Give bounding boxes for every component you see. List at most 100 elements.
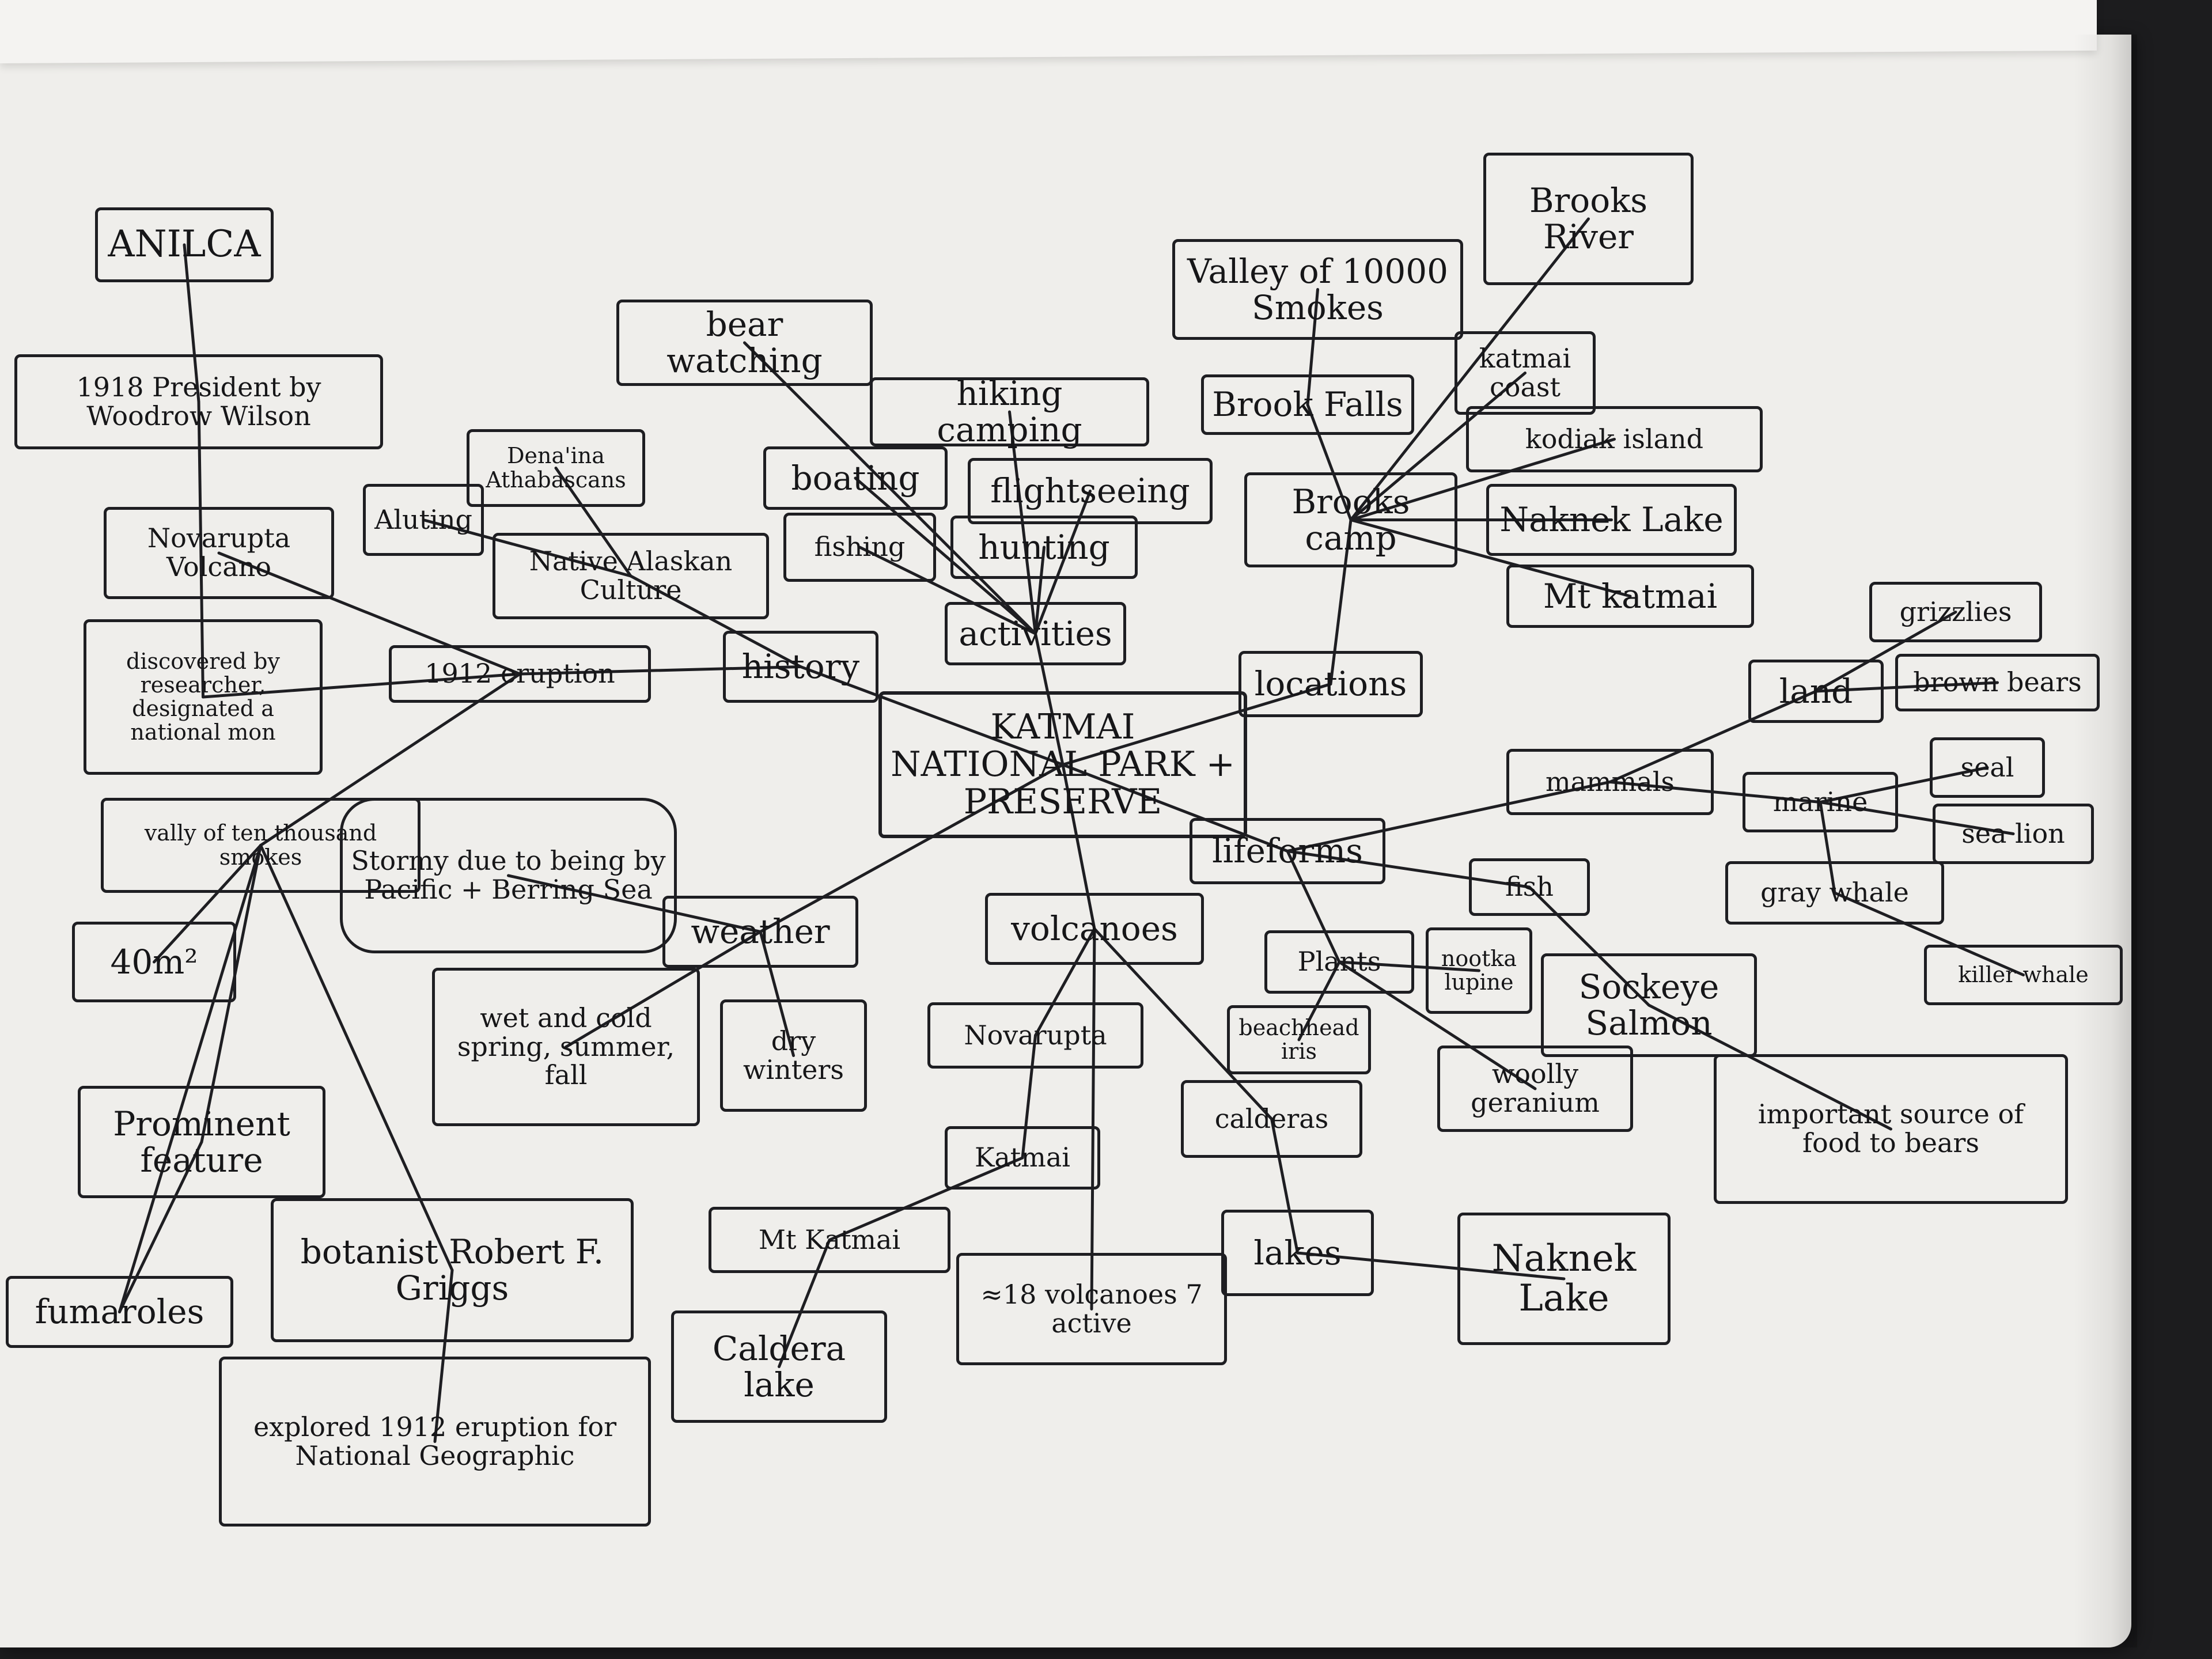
edge-eruption-discovered bbox=[202, 672, 521, 699]
edge-center-weather bbox=[759, 763, 1065, 933]
edge-center-history bbox=[799, 665, 1065, 766]
edge-volcanoes-calderas bbox=[1093, 927, 1273, 1120]
node-mt-katmai: Mt Katmai bbox=[709, 1207, 950, 1273]
edge-mammals-land bbox=[1608, 690, 1817, 783]
node-mt-katmai-top: Mt katmai bbox=[1506, 565, 1754, 628]
edge-marine-sealion bbox=[1819, 801, 2015, 835]
node-fishing: fishing bbox=[783, 513, 936, 582]
node-prominent-feature: Prominent feature bbox=[78, 1086, 325, 1198]
node-weather: weather bbox=[662, 896, 858, 968]
node-marine: marine bbox=[1743, 772, 1898, 832]
edge-eruption-novarupta_volcano bbox=[217, 551, 521, 676]
edge-marine-graywhale bbox=[1819, 801, 1836, 895]
edge-activities-flightseeing bbox=[1034, 490, 1092, 635]
node-naknek-lake: Naknek Lake bbox=[1457, 1213, 1671, 1345]
node-katmai: Katmai bbox=[945, 1126, 1100, 1190]
edge-fish-sockeye bbox=[1528, 885, 1650, 1007]
edge-lakes-naknek_lake bbox=[1296, 1251, 1566, 1281]
node-volcanoes: volcanoes bbox=[985, 893, 1204, 965]
node-1912-eruption: 1912 eruption bbox=[389, 645, 651, 703]
edge-weather-wet bbox=[565, 930, 762, 1048]
node-anilca: ANILCA bbox=[95, 207, 274, 282]
notebook-page bbox=[0, 35, 2131, 1647]
node-boating: boating bbox=[763, 446, 948, 510]
node-katmai-coast: katmai coast bbox=[1455, 331, 1596, 415]
edge-katmai-mt_katmai bbox=[828, 1156, 1024, 1241]
node-kodiak-island: kodiak island bbox=[1466, 406, 1763, 472]
node-fish: fish bbox=[1469, 858, 1590, 916]
node-important-source-of-food: important source of food to bears bbox=[1714, 1054, 2068, 1204]
edge-native-dena bbox=[554, 467, 632, 578]
edge-locations-brooks_camp bbox=[1329, 518, 1353, 685]
edge-plants-nootka bbox=[1338, 960, 1480, 972]
edge-volcanoes-count bbox=[1090, 927, 1096, 1310]
node-lifeforms: lifeforms bbox=[1190, 818, 1385, 884]
node-novarupta-volcano: Novarupta Volcano bbox=[104, 507, 334, 599]
node-novarupta: Novarupta bbox=[927, 1002, 1143, 1069]
node-locations: locations bbox=[1238, 651, 1423, 717]
edge-marine-seal bbox=[1819, 766, 1989, 804]
edge-lifeforms-fish bbox=[1286, 850, 1531, 889]
node-land: land bbox=[1748, 660, 1884, 723]
node-volcano-count: ≈18 volcanoes 7 active bbox=[956, 1253, 1227, 1365]
edge-plants-woolly bbox=[1338, 960, 1537, 1090]
node-beachhead-iris: beachhead iris bbox=[1227, 1005, 1371, 1074]
node-brook-falls: Brook Falls bbox=[1201, 374, 1414, 435]
edge-plants-beachhead bbox=[1297, 960, 1341, 1041]
edge-activities-boating bbox=[854, 476, 1037, 635]
edge-activities-fishing bbox=[858, 546, 1037, 635]
edge-brooks_camp-kodiak bbox=[1349, 438, 1616, 521]
node-plants: Plants bbox=[1264, 930, 1414, 994]
edge-anilca-president bbox=[183, 243, 200, 403]
edge-mammals-marine bbox=[1608, 781, 1822, 804]
edge-history-eruption bbox=[518, 665, 802, 676]
edge-center-activities bbox=[1034, 632, 1065, 766]
node-wet: wet and cold spring, summer, fall bbox=[432, 968, 700, 1126]
node-caldera-lake: Caldera lake bbox=[671, 1310, 887, 1423]
edge-brook_falls-valley_smokes bbox=[1306, 288, 1319, 406]
node-naknek-lake-top: Naknek Lake bbox=[1486, 484, 1737, 556]
node-mammals: mammals bbox=[1506, 749, 1714, 815]
edge-land-grizzlies bbox=[1815, 611, 1957, 693]
edge-weather-stormy bbox=[507, 874, 762, 933]
edge-prominent-fumaroles bbox=[118, 1141, 203, 1313]
edge-center-locations bbox=[1061, 683, 1332, 766]
edge-activities-bearwatching bbox=[743, 341, 1037, 635]
node-valley-10000-smokes: Valley of 10000 Smokes bbox=[1172, 239, 1463, 340]
edge-brooks_camp-mt_katmai_top bbox=[1349, 518, 1632, 598]
edge-center-volcanoes bbox=[1061, 763, 1096, 930]
edge-valley10k-fumaroles bbox=[118, 844, 262, 1313]
node-fumaroles: fumaroles bbox=[6, 1276, 233, 1348]
node-activities: activities bbox=[945, 602, 1126, 665]
edge-brooks_camp-brook_falls bbox=[1306, 403, 1353, 521]
node-flightseeing: flightseeing bbox=[968, 458, 1213, 524]
edge-sockeye-important bbox=[1647, 1003, 1892, 1131]
edge-history-native bbox=[629, 574, 802, 668]
edge-land-brownbears bbox=[1815, 681, 1999, 693]
node-center: KATMAI NATIONAL PARK + PRESERVE bbox=[878, 691, 1247, 838]
node-history: history bbox=[723, 631, 878, 703]
node-bear-watching: bear watching bbox=[616, 300, 873, 386]
edge-lifeforms-plants bbox=[1286, 850, 1341, 964]
node-dry-winters: dry winters bbox=[720, 999, 867, 1112]
node-seal: seal bbox=[1930, 737, 2045, 798]
edge-activities-hunting bbox=[1034, 546, 1046, 635]
edge-center-lifeforms bbox=[1061, 763, 1289, 853]
node-killer-whale: killer whale bbox=[1924, 945, 2123, 1005]
node-sockeye-salmon: Sockeye Salmon bbox=[1541, 953, 1757, 1057]
node-sea-lion: sea lion bbox=[1933, 804, 2094, 864]
node-calderas: calderas bbox=[1181, 1080, 1362, 1158]
node-dena: Dena'ina Athabascans bbox=[467, 429, 645, 507]
node-brooks-camp: Brooks camp bbox=[1244, 472, 1457, 567]
node-stormy: Stormy due to being by Pacific + Berring… bbox=[340, 798, 677, 953]
edge-native-aluting bbox=[422, 518, 632, 578]
node-gray-whale: gray whale bbox=[1725, 861, 1944, 925]
edge-valley10k-prominent bbox=[200, 844, 262, 1143]
node-hunting: hunting bbox=[950, 516, 1138, 579]
node-area: 40m² bbox=[72, 922, 236, 1002]
node-botanist: botanist Robert F. Griggs bbox=[271, 1198, 634, 1342]
edge-mt_katmai-caldera_lake bbox=[778, 1238, 831, 1368]
node-president: 1918 President by Woodrow Wilson bbox=[14, 354, 383, 449]
node-explored: explored 1912 eruption for National Geog… bbox=[219, 1357, 651, 1527]
